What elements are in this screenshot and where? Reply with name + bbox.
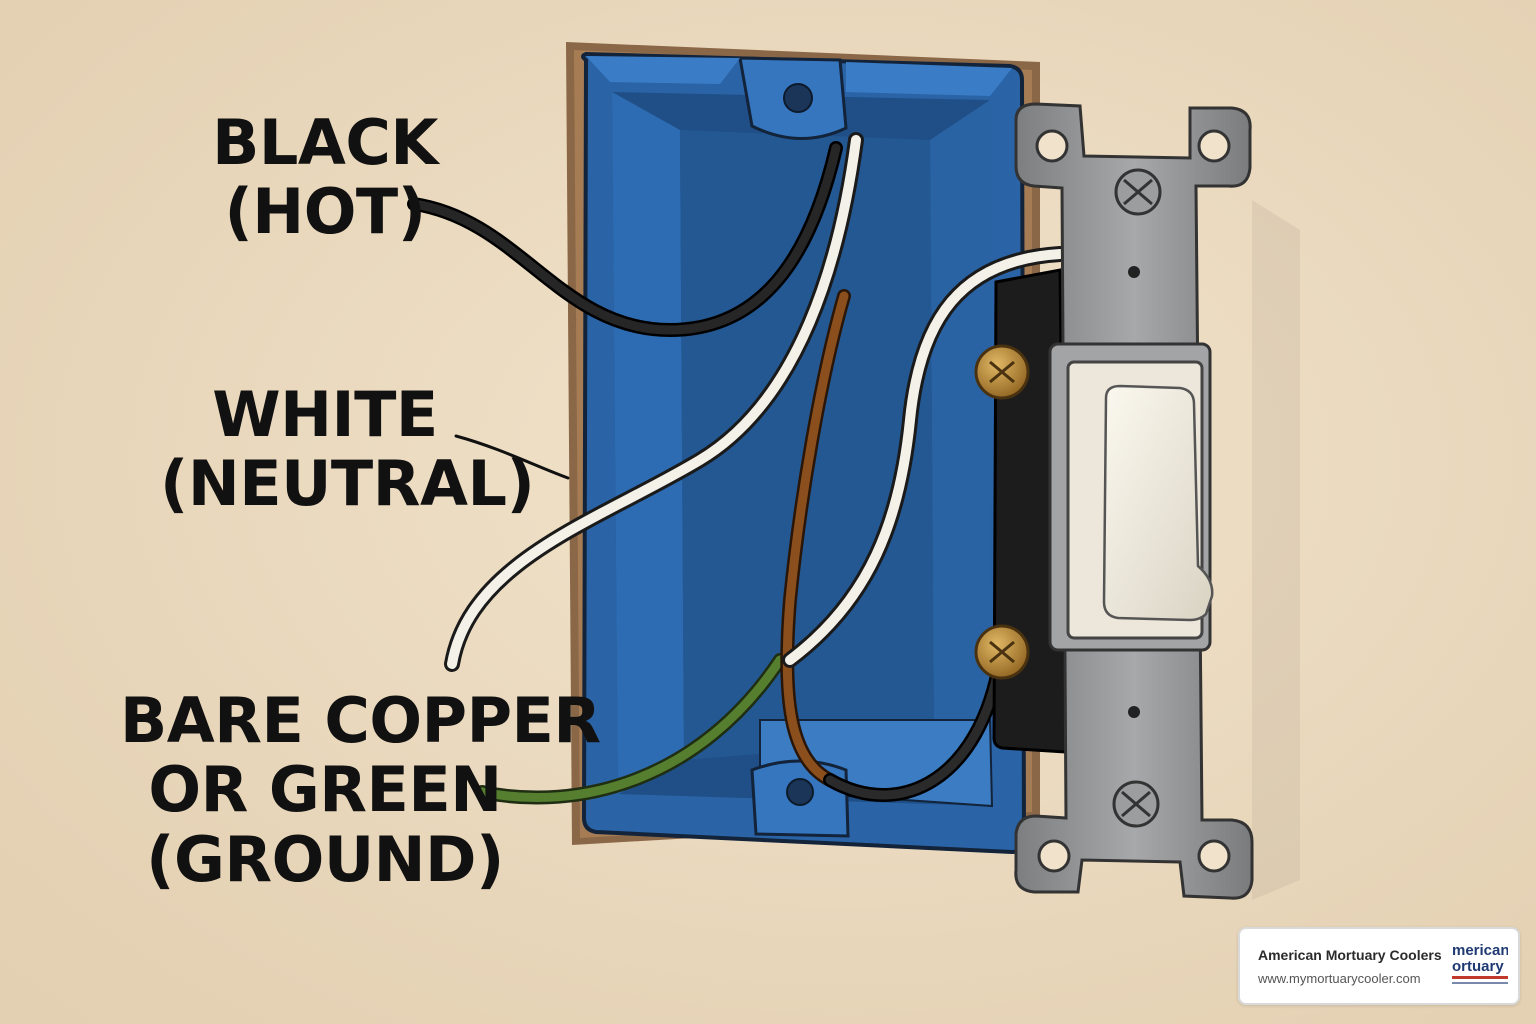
label-ground: BARE COPPER OR GREEN (GROUND) xyxy=(120,684,601,896)
light-switch xyxy=(974,102,1254,900)
brand-logo-line-1: merican xyxy=(1452,942,1508,959)
brand-logo-line-2: ortuary xyxy=(1452,958,1504,975)
label-white-line-1: WHITE xyxy=(212,378,438,451)
leader-line-white xyxy=(454,434,570,480)
label-ground-line-2: OR GREEN xyxy=(148,753,502,827)
label-ground-line-1: BARE COPPER xyxy=(120,684,601,757)
label-ground-line-3: (GROUND) xyxy=(146,822,504,896)
brand-url[interactable]: www.mymortuarycooler.com xyxy=(1258,971,1421,986)
label-black-line-2: (HOT) xyxy=(224,175,426,249)
brand-card[interactable]: American Mortuary Coolers www.mymortuary… xyxy=(1238,927,1520,1005)
label-white-line-2: (NEUTRAL) xyxy=(160,447,535,521)
brand-name: American Mortuary Coolers xyxy=(1258,947,1442,963)
wires xyxy=(407,132,1068,805)
label-black-line-1: BLACK xyxy=(212,106,438,179)
toggle-lever xyxy=(1102,384,1214,622)
label-black-hot: BLACK (HOT) xyxy=(200,108,450,247)
label-white-neutral: WHITE (NEUTRAL) xyxy=(160,378,535,521)
brand-logo: merican ortuary xyxy=(1452,941,1508,991)
